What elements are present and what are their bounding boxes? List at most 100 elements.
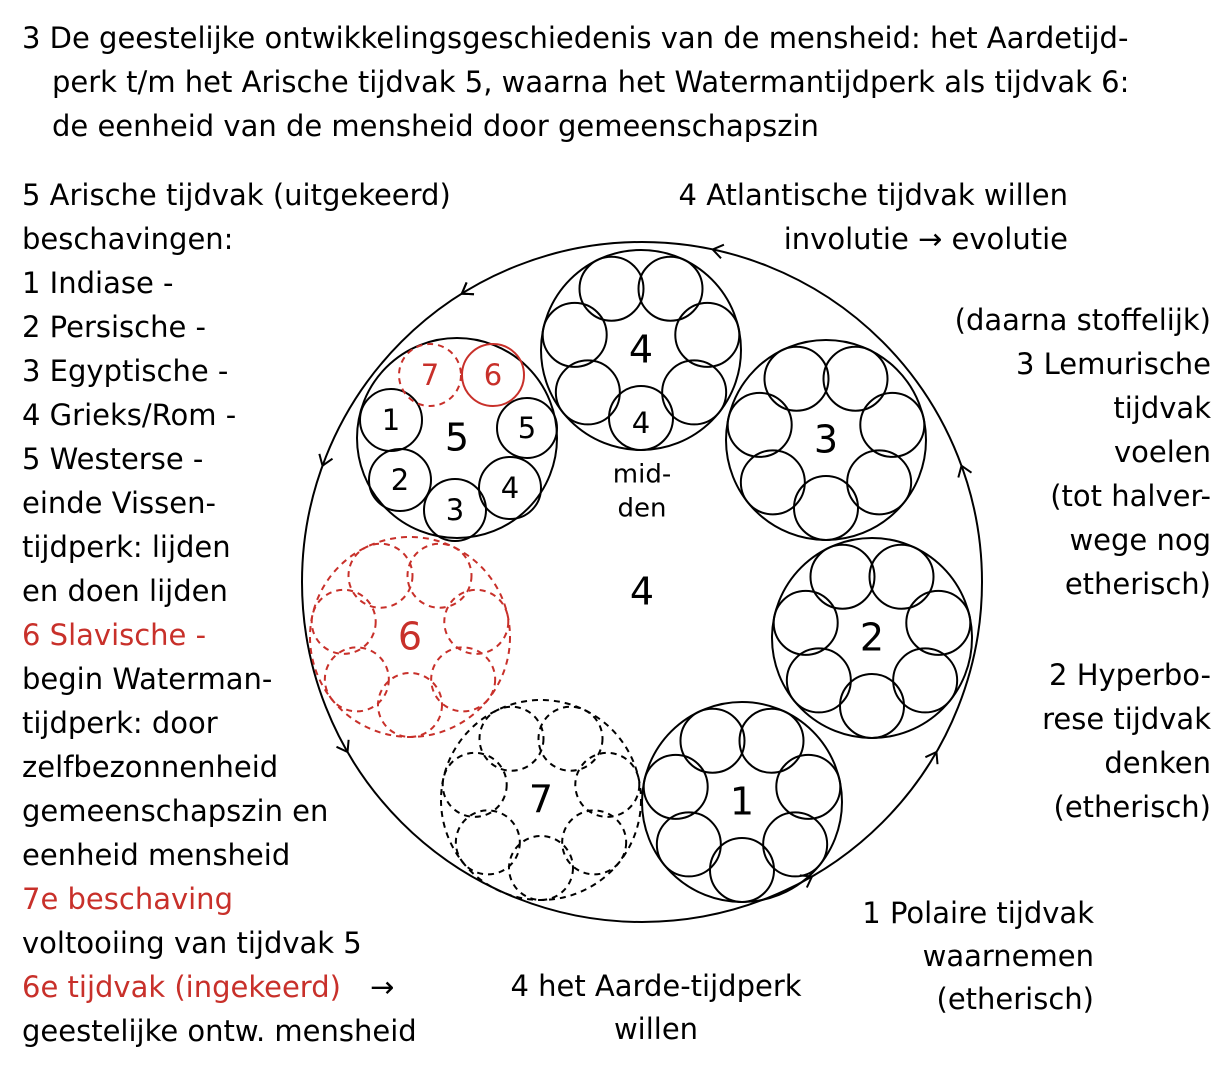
sub-circle: [496, 397, 558, 459]
sub-circle: [738, 707, 805, 774]
lemurian-label: 3 Lemurische: [1016, 347, 1211, 381]
sub-circle: [642, 753, 709, 820]
left-text-line: zelfbezonnenheid: [22, 750, 278, 784]
direction-arrow-icon: [336, 739, 350, 754]
sub-circle: [905, 589, 972, 656]
sub-circle: [785, 647, 852, 714]
sub-circle: [709, 837, 775, 903]
left-text-line: eenheid mensheid: [22, 838, 290, 872]
title-line: de eenheid van de mensheid door gemeensc…: [52, 109, 819, 143]
lemurian-label: tijdvak: [1113, 391, 1211, 425]
sub-circle: [554, 359, 621, 426]
cluster-7: 7: [440, 699, 642, 901]
sub-label: 1: [382, 403, 400, 437]
sub-circle: [859, 391, 926, 458]
sub-circle: [398, 343, 462, 407]
sub-circle: [423, 478, 487, 542]
left-text-line: 2 Persische -: [22, 310, 206, 344]
polar-label: 1 Polaire tijdvak: [862, 896, 1094, 930]
cluster-6: 6: [309, 536, 511, 738]
left-text-line: voltooiing van tijdvak 5: [22, 926, 362, 960]
sub-circle: [406, 542, 473, 609]
sub-circle: [674, 301, 741, 368]
lemurian-label: (tot halver-: [1050, 479, 1211, 513]
direction-arrow-icon: [957, 464, 973, 478]
sub-circle: [578, 255, 645, 322]
cluster-3: 3: [725, 339, 927, 541]
sub-circle: [608, 385, 674, 451]
sub-circle: [368, 448, 432, 512]
left-text-line: einde Vissen-: [22, 486, 216, 520]
cluster-4: 44: [540, 249, 742, 451]
sub-circle: [537, 705, 604, 772]
sub-circle: [541, 301, 608, 368]
sub-circle: [323, 646, 390, 713]
direction-arrow-icon: [924, 750, 939, 765]
sub-circle: [443, 588, 510, 655]
left-text-line: 5 Westerse -: [22, 442, 203, 476]
sub-circle: [478, 705, 545, 772]
title-line: perk t/m het Arische tijdvak 5, waarna h…: [52, 65, 1129, 99]
left-text-line: 1 Indiase -: [22, 266, 173, 300]
sub-circle: [574, 751, 641, 818]
sub-circle: [441, 751, 508, 818]
sub-circle: [655, 811, 722, 878]
earth-label: willen: [614, 1012, 698, 1046]
sub-circle: [661, 359, 728, 426]
center-label: 4: [630, 570, 654, 614]
sub-circle: [868, 543, 935, 610]
sub-label: 6: [484, 358, 502, 392]
cluster-circle: [356, 337, 558, 539]
left-text-line: 3 Egyptische -: [22, 354, 228, 388]
cluster-circle: [309, 536, 511, 738]
outer-circle: [301, 241, 983, 923]
atlantic-label: 4 Atlantische tijdvak willen: [679, 178, 1068, 212]
sub-circle: [809, 543, 876, 610]
cluster-label: 6: [398, 615, 422, 659]
left-text-line: geestelijke ontw. mensheid: [22, 1014, 417, 1048]
left-text-line: 4 Grieks/Rom -: [22, 398, 236, 432]
hyperborean-label: (etherisch): [1054, 790, 1211, 824]
sub-circle: [892, 647, 959, 714]
left-text-line: 5 Arische tijdvak (uitgekeerd): [22, 178, 451, 212]
sub-circle: [762, 811, 829, 878]
left-text-line: en doen lijden: [22, 574, 228, 608]
cluster-1: 1: [641, 701, 843, 903]
sub-circle: [846, 449, 913, 516]
earth-label: 4 het Aarde-tijdperk: [510, 969, 801, 1003]
cluster-2: 2: [771, 537, 973, 739]
cluster-label: 1: [730, 780, 754, 824]
polar-label: waarnemen: [923, 939, 1094, 973]
sub-circle: [772, 589, 839, 656]
direction-arrow-icon: [710, 243, 725, 260]
sub-label: 7: [421, 358, 439, 392]
hyperborean-label: 2 Hyperbo-: [1049, 658, 1211, 692]
title-line: 3 De geestelijke ontwikkelingsgeschieden…: [22, 21, 1128, 55]
cluster-label: 3: [814, 418, 838, 462]
direction-arrow-icon: [318, 453, 334, 468]
sub-circle: [478, 456, 542, 520]
sub-circle: [739, 449, 806, 516]
direction-arrow-icon: [460, 282, 475, 296]
cluster-label: 2: [860, 616, 884, 660]
left-text-line: tijdperk: door: [22, 706, 218, 740]
lemurian-label: (daarna stoffelijk): [955, 303, 1211, 337]
left-text-line: 6 Slavische -: [22, 618, 206, 652]
cluster-label: 5: [445, 416, 469, 460]
midden-label: den: [618, 494, 667, 524]
sub-label: 4: [501, 471, 519, 505]
sub-circle: [508, 835, 574, 901]
sub-circle: [310, 588, 377, 655]
atlantic-label: involutie → evolutie: [784, 222, 1068, 256]
cluster-label: 4: [629, 328, 653, 372]
cluster-label: 7: [529, 778, 553, 822]
sub-circle: [793, 475, 859, 541]
left-text-line: gemeenschapszin en: [22, 794, 328, 828]
sub-circle: [822, 345, 889, 412]
sub-circle: [637, 255, 704, 322]
sub-circle: [775, 753, 842, 820]
sub-label: 2: [391, 463, 409, 497]
sub-circle: [430, 646, 497, 713]
